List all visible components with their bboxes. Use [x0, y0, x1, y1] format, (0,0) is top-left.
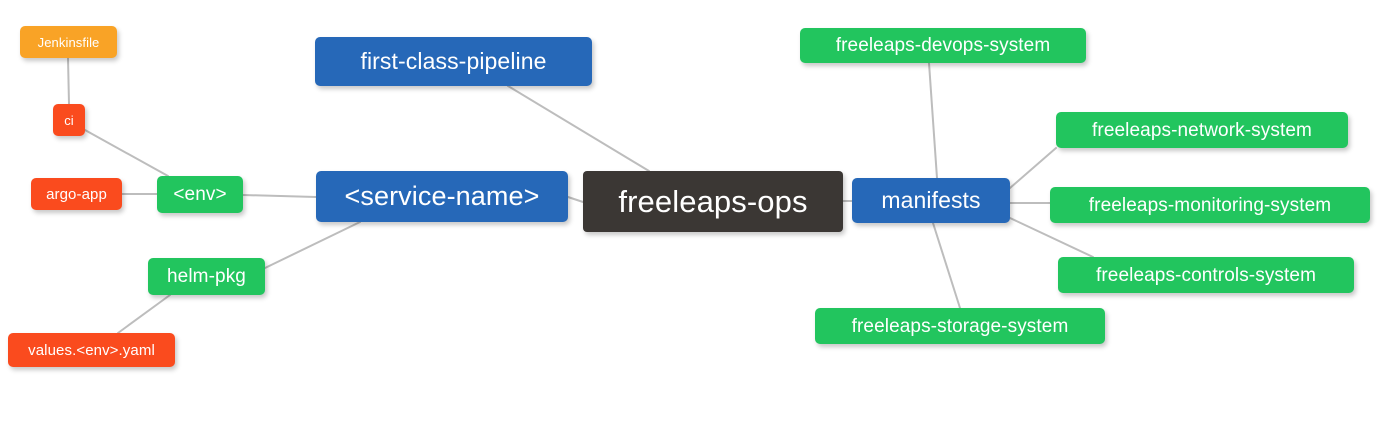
edge-helm-pkg-to-values-yaml — [117, 294, 171, 334]
edge-manifests-to-freeleaps-network-system — [1009, 147, 1057, 189]
node-service-name[interactable]: <service-name> — [316, 171, 568, 222]
node-first-class-pipeline[interactable]: first-class-pipeline — [315, 37, 592, 86]
node-values-yaml[interactable]: values.<env>.yaml — [8, 333, 175, 367]
edge-ci-to-jenkinsfile — [67, 57, 70, 105]
edge-manifests-to-freeleaps-controls-system — [1009, 217, 1094, 258]
node-ci[interactable]: ci — [53, 104, 85, 136]
edge-freeleaps-ops-to-service-name — [567, 196, 584, 203]
node-jenkinsfile[interactable]: Jenkinsfile — [20, 26, 117, 58]
node-env[interactable]: <env> — [157, 176, 243, 213]
node-manifests[interactable]: manifests — [852, 178, 1010, 223]
edge-service-name-to-helm-pkg — [264, 221, 361, 269]
node-helm-pkg[interactable]: helm-pkg — [148, 258, 265, 295]
node-freeleaps-storage-system[interactable]: freeleaps-storage-system — [815, 308, 1105, 344]
node-freeleaps-network-system[interactable]: freeleaps-network-system — [1056, 112, 1348, 148]
edge-env-to-ci — [84, 129, 169, 177]
edge-manifests-to-freeleaps-devops-system — [928, 62, 938, 179]
node-freeleaps-controls-system[interactable]: freeleaps-controls-system — [1058, 257, 1354, 293]
edge-service-name-to-env — [242, 194, 317, 198]
node-freeleaps-ops[interactable]: freeleaps-ops — [583, 171, 843, 232]
edge-freeleaps-ops-to-first-class-pipeline — [507, 85, 650, 172]
node-freeleaps-devops-system[interactable]: freeleaps-devops-system — [800, 28, 1086, 63]
node-freeleaps-monitoring-system[interactable]: freeleaps-monitoring-system — [1050, 187, 1370, 223]
edge-manifests-to-freeleaps-storage-system — [932, 222, 961, 309]
node-argo-app[interactable]: argo-app — [31, 178, 122, 210]
